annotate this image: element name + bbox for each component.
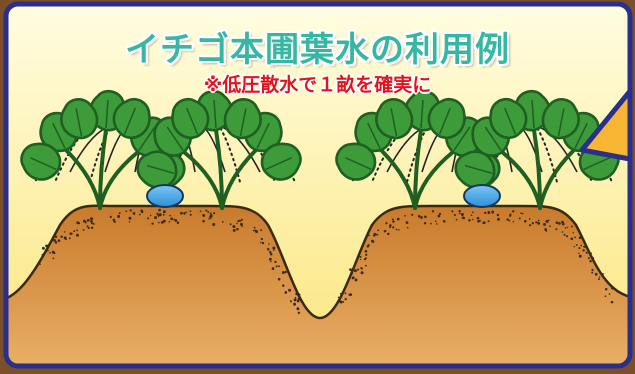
soil-texture-dots <box>39 208 614 314</box>
callout-pointer-icon <box>579 82 630 163</box>
strawberry-plant-icon <box>449 89 626 210</box>
strawberry-plant-icon <box>131 89 308 210</box>
strawberry-plant-icon <box>329 89 506 210</box>
soil-ridges <box>6 204 630 366</box>
page-title: イチゴ本圃葉水の利用例 <box>125 30 510 70</box>
frame-border <box>3 1 633 369</box>
strawberry-plant-icon <box>14 89 191 210</box>
page-subtitle: ※低圧散水で１畝を確実に <box>203 74 432 96</box>
spray-nozzle-icon <box>463 184 501 208</box>
spray-nozzle-icon <box>146 184 184 208</box>
